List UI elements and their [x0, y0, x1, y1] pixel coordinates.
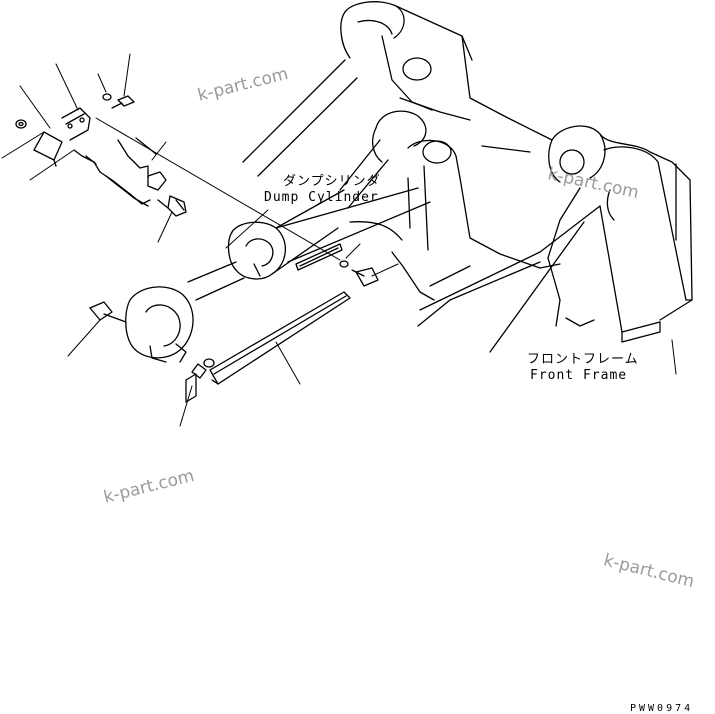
loader-boom — [242, 1, 553, 327]
front-frame — [489, 125, 693, 353]
bolt-middle — [339, 260, 379, 287]
bolt-lower-left — [89, 301, 127, 323]
plate — [295, 243, 343, 271]
leader-lines — [1, 53, 677, 427]
front-frame-label-en: Front Frame — [530, 368, 628, 383]
figure-code: PWW0974 — [630, 703, 694, 714]
clamp-pin — [185, 358, 215, 403]
dump-cylinder-label-en: Dump Cylinder — [264, 190, 379, 205]
bolt-upper — [102, 93, 135, 109]
front-frame-label-jp: フロントフレーム — [527, 352, 639, 367]
bolt-bracket — [157, 195, 187, 217]
guard-bar — [209, 291, 351, 385]
dump-cylinder — [125, 187, 431, 363]
sensor-bracket-assembly — [15, 107, 167, 207]
dump-cylinder-label-jp: ダンプシリンダ — [283, 174, 381, 189]
pin-centerline — [95, 117, 341, 261]
